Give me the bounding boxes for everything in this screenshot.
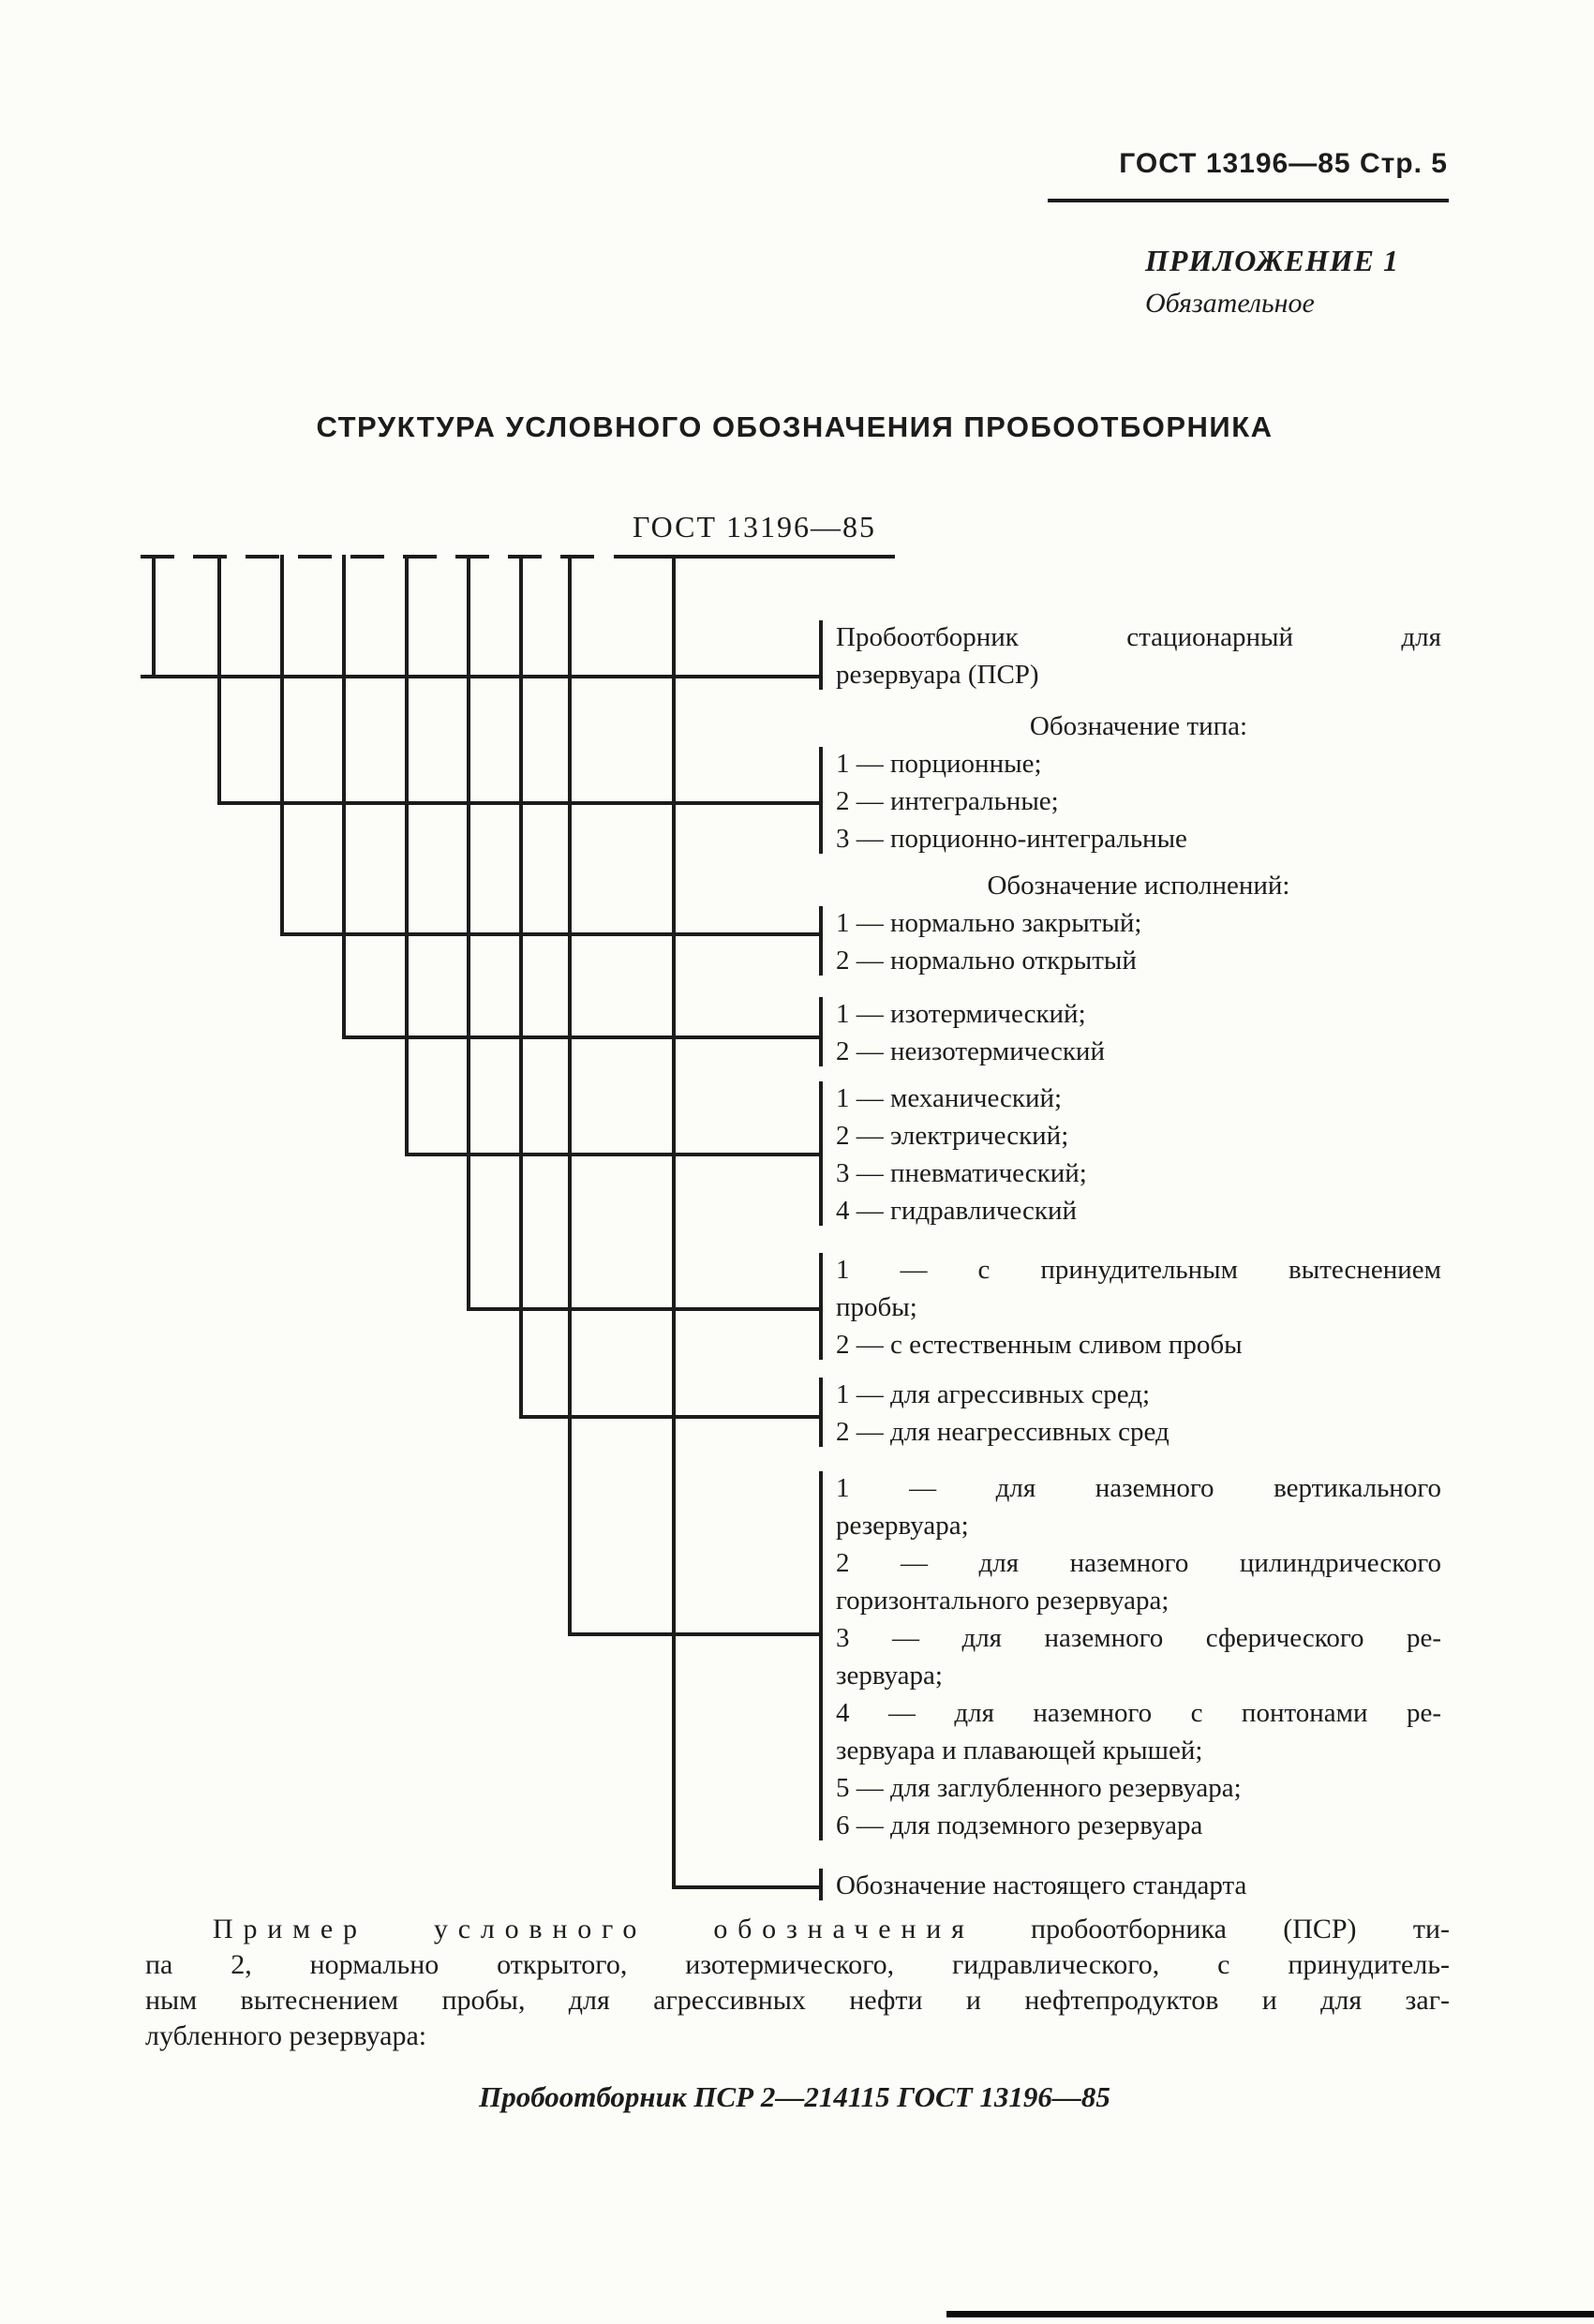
example-lead-spaced: Пример условного обозначения — [213, 1914, 975, 1944]
diagram-row-label: 1 — с принудительным вытеснением пробы; 2 … — [836, 1251, 1441, 1363]
page-header: ГОСТ 13196—85 Стр. 5 — [1119, 148, 1448, 179]
row-line: 1 — для агрессивных сред; — [836, 1379, 1151, 1409]
label-bracket-line — [819, 1081, 823, 1226]
row-line: 2 — для наземного цилиндрического — [836, 1548, 1441, 1578]
row-line: 2 — для неагрессивных сред — [836, 1417, 1169, 1447]
label-bracket-line — [819, 906, 823, 976]
paragraph-line: лубленного резервуара: — [145, 2020, 427, 2051]
diagram-connector-line — [342, 1035, 823, 1039]
diagram-row-label: 1 — для наземного вертикального резервуар… — [836, 1469, 1441, 1844]
row-line: горизонтального резервуара; — [836, 1586, 1169, 1616]
row-line: 2 — с естественным сливом пробы — [836, 1330, 1243, 1360]
row-line: 1 — изотермический; — [836, 999, 1086, 1029]
row-line: зервуара; — [836, 1661, 943, 1691]
label-bracket-line — [819, 1869, 823, 1900]
diagram-row-label: 1 — механический; 2 — электрический; 3 — п… — [836, 1080, 1441, 1229]
row-line: Обозначение настоящего стандарта — [836, 1870, 1247, 1900]
diagram-row-label: 1 — изотермический; 2 — неизотермический — [836, 995, 1441, 1070]
row-line: 2 — электрический; — [836, 1121, 1069, 1151]
diagram-vertical-line — [152, 555, 156, 678]
row-line: Пробоотборник стационарный для — [836, 622, 1441, 652]
row-line: 3 — порционно-интегральные — [836, 824, 1187, 854]
example-designation: Пробоотборник ПСР 2—214115 ГОСТ 13196—85 — [479, 2080, 1110, 2113]
diagram-connector-line — [519, 1415, 823, 1419]
diagram-root-underline — [614, 555, 895, 559]
row-heading: Обозначение исполнений: — [987, 871, 1290, 901]
diagram-connector-line — [672, 1885, 823, 1889]
example-paragraph: Пример условного обозначения пробоотборн… — [145, 1912, 1450, 2054]
label-bracket-line — [819, 997, 823, 1066]
diagram-root-label: ГОСТ 13196—85 — [632, 510, 877, 544]
row-line: резервуара; — [836, 1511, 969, 1541]
row-line: 4 — гидравлический — [836, 1196, 1078, 1226]
diagram-vertical-line — [280, 555, 284, 936]
label-bracket-line — [819, 1471, 823, 1840]
scan-artifact-line — [946, 2311, 1594, 2317]
page-title: СТРУКТУРА УСЛОВНОГО ОБОЗНАЧЕНИЯ ПРОБООТБ… — [316, 410, 1274, 443]
row-line: резервуара (ПСР) — [836, 660, 1039, 690]
row-line: 1 — для наземного вертикального — [836, 1473, 1441, 1503]
row-line: 4 — для наземного с понтонами ре- — [836, 1698, 1441, 1728]
diagram-row-label: Обозначение настоящего стандарта — [836, 1867, 1441, 1904]
row-line: 1 — механический; — [836, 1083, 1063, 1113]
diagram-connector-line — [568, 1632, 823, 1636]
diagram-vertical-line — [217, 555, 221, 805]
diagram-row-label: Пробоотборник стационарный для резервуара… — [836, 618, 1441, 693]
paragraph-line: ным вытеснением пробы, для агрессивных н… — [145, 1985, 1450, 2016]
header-rule — [1048, 199, 1449, 202]
diagram-dashed-line — [141, 555, 607, 559]
paragraph-line: Пример условного обозначения пробоотборн… — [145, 1912, 1450, 1947]
row-line: 1 — с принудительным вытеснением — [836, 1255, 1441, 1285]
diagram-vertical-line — [467, 555, 470, 1311]
row-heading: Обозначение типа: — [1029, 711, 1248, 741]
row-line: 1 — нормально закрытый; — [836, 908, 1142, 938]
diagram-vertical-line — [568, 555, 572, 1636]
diagram-connector-line — [280, 932, 823, 936]
example-lead-rest: пробоотборника (ПСР) ти- — [1031, 1914, 1451, 1944]
diagram-row-label: Обозначение типа: 1 — порционные; 2 — инте… — [836, 708, 1441, 857]
diagram-connector-line — [405, 1153, 823, 1156]
row-line: 6 — для подземного резервуара — [836, 1810, 1203, 1840]
diagram-row-label: 1 — для агрессивных сред; 2 — для неагрес… — [836, 1376, 1441, 1451]
label-bracket-line — [819, 747, 823, 854]
row-line: 3 — пневматический; — [836, 1158, 1087, 1188]
diagram-vertical-line — [342, 555, 346, 1039]
paragraph-line: па 2, нормально открытого, изотермическо… — [145, 1949, 1450, 1980]
row-line: пробы; — [836, 1292, 917, 1322]
row-line: 2 — интегральные; — [836, 786, 1059, 816]
row-line: 2 — неизотермический — [836, 1036, 1105, 1066]
row-line: 1 — порционные; — [836, 749, 1042, 779]
diagram-connector-line — [467, 1307, 823, 1311]
appendix-title: ПРИЛОЖЕНИЕ 1 — [1145, 244, 1400, 277]
diagram-vertical-line — [519, 555, 523, 1419]
row-line: 3 — для наземного сферического ре- — [836, 1623, 1441, 1653]
label-bracket-line — [819, 620, 823, 690]
appendix-subtitle: Обязательное — [1145, 288, 1315, 319]
diagram-connector-line — [141, 675, 823, 678]
row-line: зервуара и плавающей крышей; — [836, 1736, 1203, 1765]
diagram-row-label: Обозначение исполнений: 1 — нормально зак… — [836, 867, 1441, 979]
diagram-vertical-line — [672, 555, 676, 1889]
row-line: 5 — для заглубленного резервуара; — [836, 1773, 1242, 1803]
diagram-vertical-line — [405, 555, 409, 1156]
label-bracket-line — [819, 1253, 823, 1360]
row-line: 2 — нормально открытый — [836, 946, 1137, 976]
appendix-block: ПРИЛОЖЕНИЕ 1 Обязательное — [1145, 244, 1399, 320]
label-bracket-line — [819, 1378, 823, 1447]
